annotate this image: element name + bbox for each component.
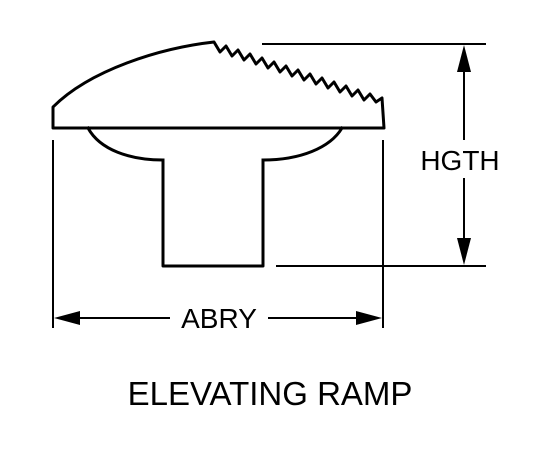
ramp-cap-outline [51,40,386,130]
ramp-stem [161,158,265,268]
width-dimension-label: ABRY [181,303,257,334]
diagram-caption: ELEVATING RAMP [128,375,413,412]
height-dimension-label: HGTH [420,145,499,176]
height-arrow-up [457,45,471,72]
ramp-underside-curve [85,125,345,162]
width-arrow-left [54,311,80,325]
height-arrow-down [457,238,471,265]
width-arrow-right [356,311,382,325]
